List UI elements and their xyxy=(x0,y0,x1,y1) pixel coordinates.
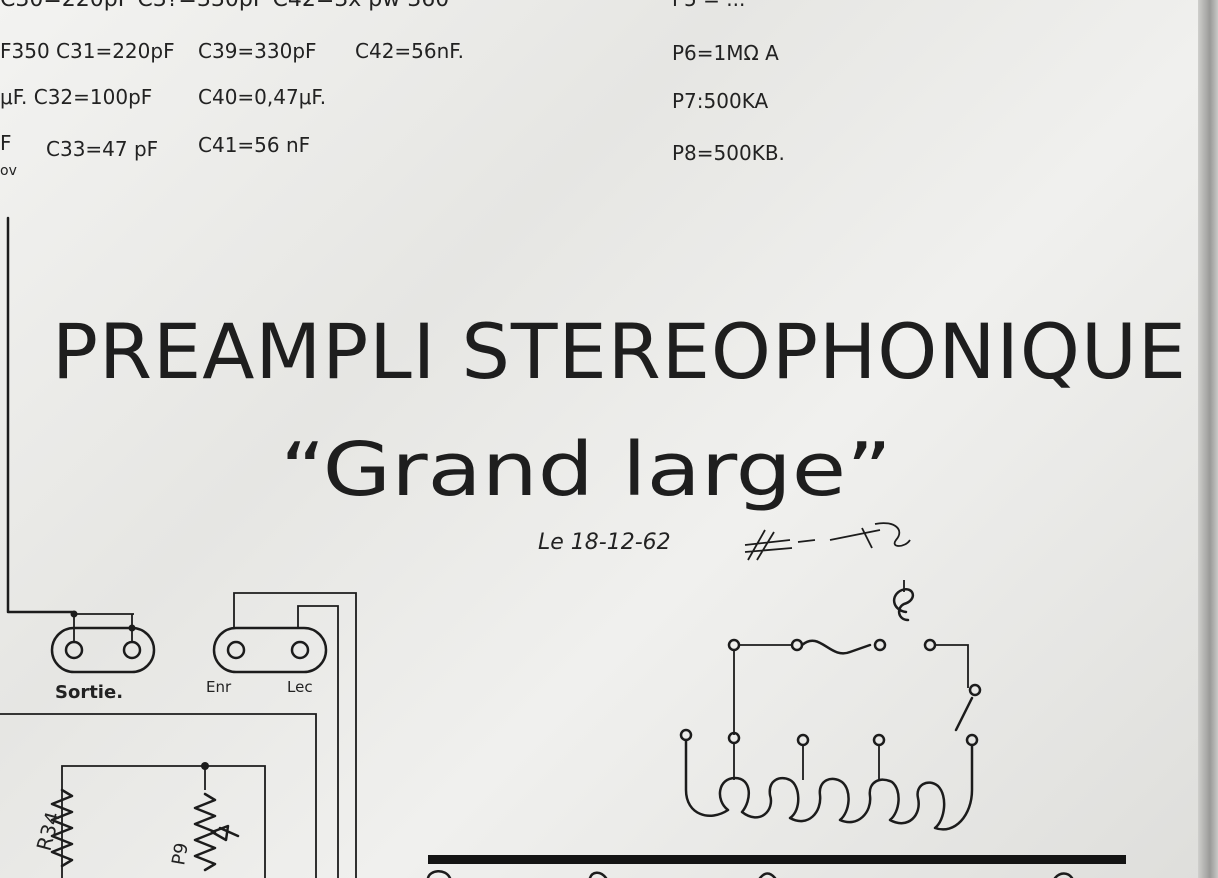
bottom-rule xyxy=(428,855,1126,864)
note-top-partial: C30=220pF C3?=330pF C42=3x pw 360 xyxy=(0,0,449,12)
resistor-r34 xyxy=(50,788,74,868)
lec-label: Lec xyxy=(287,678,313,696)
p9-label: P9 xyxy=(168,841,193,867)
note-c41: C41=56 nF xyxy=(198,133,310,157)
potentiometer-p9 xyxy=(193,762,240,872)
note-p7: P7:500KA xyxy=(672,89,768,113)
page-edge xyxy=(1198,0,1218,878)
drawing-date: Le 18-12-62 xyxy=(538,530,671,555)
component-notes: C30=220pF C3?=330pF C42=3x pw 360 F350 C… xyxy=(0,0,785,179)
bottom-partial-text xyxy=(426,870,1074,878)
sortie-connector xyxy=(50,610,156,674)
note-c39: C39=330pF xyxy=(198,39,317,63)
note-p6: P6=1MΩ A xyxy=(672,41,779,65)
note-p8: P8=500KB. xyxy=(672,141,785,165)
note-c32: μF. C32=100pF xyxy=(0,85,152,109)
note-c42: C42=56nF. xyxy=(355,39,464,63)
note-ov: ov xyxy=(0,163,17,179)
note-p5: P5 = ... xyxy=(672,0,745,11)
transformer-coil xyxy=(684,738,974,831)
r34-label: R34 xyxy=(32,809,65,853)
page-title: PREAMPLI STEREOPHONIQUE xyxy=(52,307,1187,396)
wire-loop xyxy=(61,765,266,878)
enr-label: Enr xyxy=(206,678,232,696)
note-f: F xyxy=(0,131,12,155)
wire-bus xyxy=(0,713,317,878)
wire-left xyxy=(6,216,74,614)
signature xyxy=(744,522,911,561)
note-c33: C33=47 pF xyxy=(46,137,158,161)
note-c40: C40=0,47μF. xyxy=(198,85,326,109)
sortie-label: Sortie. xyxy=(55,682,123,703)
note-c31: F350 C31=220pF xyxy=(0,39,175,63)
enr-lec-connector xyxy=(212,592,357,878)
selector-switch xyxy=(679,580,982,747)
page-subtitle: “Grand large” xyxy=(280,427,892,513)
